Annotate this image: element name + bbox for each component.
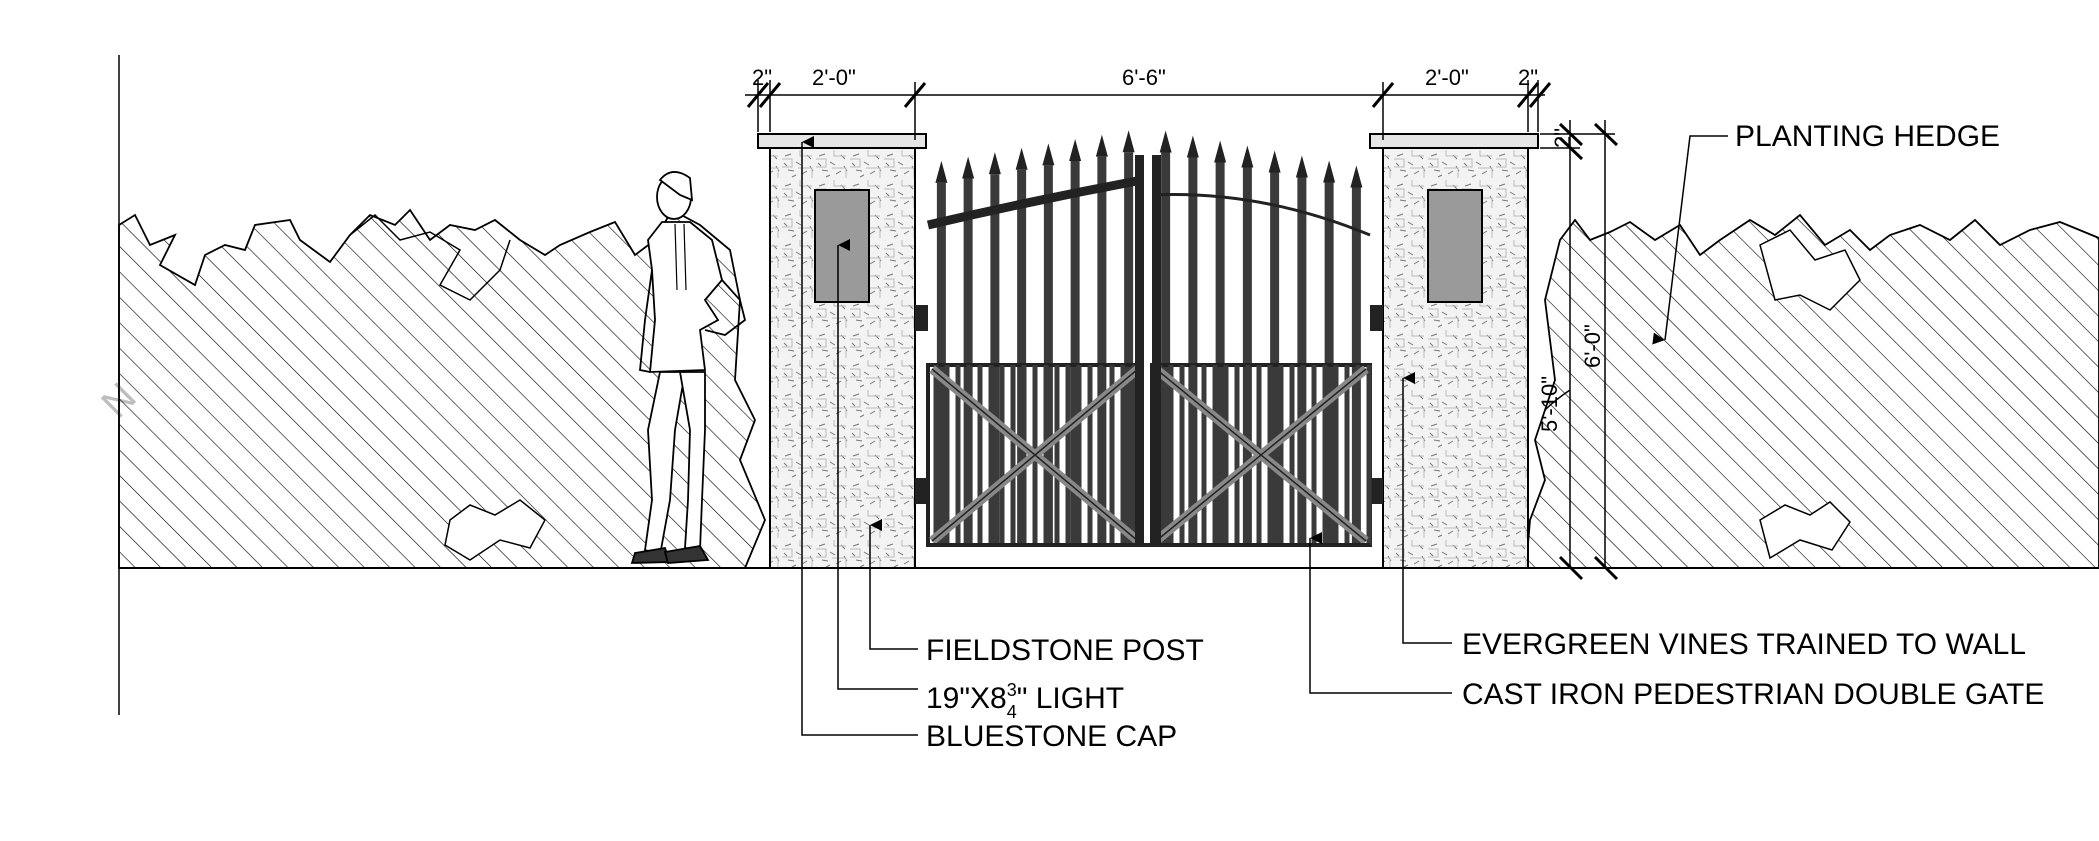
gate-hinge: [1370, 305, 1383, 331]
right-bluestone-cap: [1369, 133, 1539, 149]
dim-post-height: 6'-0": [1580, 324, 1605, 368]
cast-iron-double-gate: [915, 130, 1383, 547]
dim-left-edge: 2": [752, 65, 772, 90]
right-planting-hedge: [1525, 213, 2099, 569]
left-planting-hedge: [118, 208, 766, 569]
person-silhouette: [630, 171, 747, 564]
right-light-fixture: [1427, 189, 1483, 303]
top-dimension-string: [745, 80, 1552, 140]
left-fieldstone-post: [757, 133, 927, 569]
label-fieldstone-post: FIELDSTONE POST: [926, 634, 1204, 667]
gate-hinge: [915, 478, 928, 504]
vertical-dimension-string: [1540, 120, 1619, 581]
callout-leaders: [801, 135, 1728, 736]
left-bluestone-cap: [757, 133, 927, 149]
dim-right-post: 2'-0": [1425, 65, 1469, 90]
label-cast-iron-gate: CAST IRON PEDESTRIAN DOUBLE GATE: [1462, 678, 2044, 711]
gate-hinge: [1370, 478, 1383, 504]
dim-left-post: 2'-0": [812, 65, 856, 90]
dim-gate-width: 6'-6": [1122, 65, 1166, 90]
dim-right-edge: 2": [1518, 65, 1538, 90]
right-fieldstone-post: [1369, 133, 1539, 569]
label-planting-hedge: PLANTING HEDGE: [1735, 120, 2000, 153]
label-evergreen-vines: EVERGREEN VINES TRAINED TO WALL: [1462, 628, 2026, 661]
dim-cap-height: 2": [1550, 128, 1575, 148]
label-bluestone-cap: BLUESTONE CAP: [926, 720, 1177, 753]
dim-hedge-height: 5'-10": [1537, 376, 1562, 432]
gate-hinge: [915, 305, 928, 331]
left-light-fixture: [814, 189, 870, 303]
